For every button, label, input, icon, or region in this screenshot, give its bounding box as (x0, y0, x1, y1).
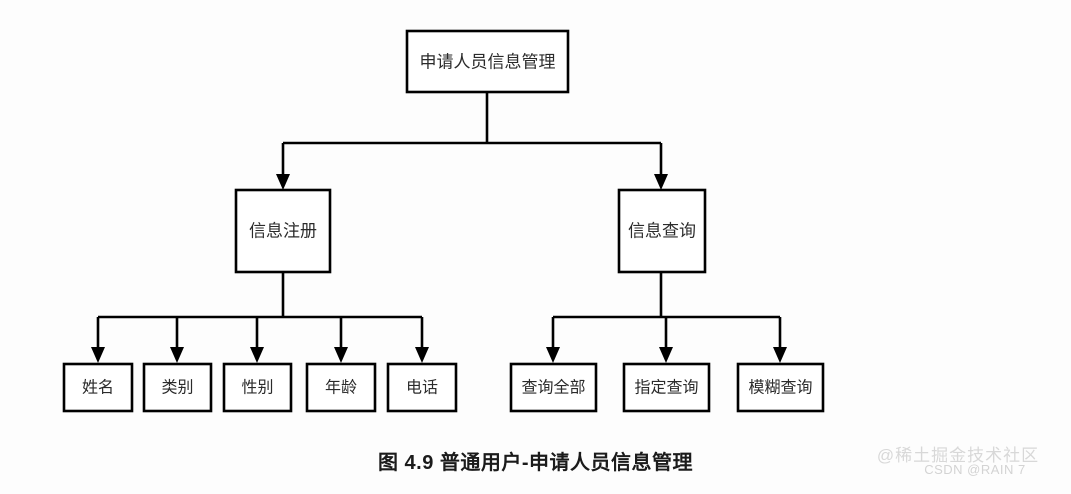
node-leaf-4-label: 年龄 (325, 379, 357, 397)
node-leaf-8-box (736, 362, 825, 413)
node-leaf-7-box (622, 362, 711, 413)
arrow-head-leaf-2 (170, 347, 184, 363)
node-leaf-specified-query[interactable]: 指定查询 (622, 362, 711, 413)
node-leaf-5-box (386, 362, 458, 413)
node-leaf-2-box (142, 362, 213, 413)
node-root[interactable]: 申请人员信息管理 (405, 29, 570, 94)
node-leaf-7-label: 指定查询 (634, 379, 698, 397)
node-leaf-5-label: 电话 (406, 379, 438, 397)
node-branch1-label: 信息注册 (249, 222, 317, 241)
node-branch2-box (617, 188, 707, 274)
node-branch2-label: 信息查询 (628, 222, 696, 241)
node-leaf-6-box (509, 362, 598, 413)
node-leaf-3-box (222, 362, 293, 413)
arrow-head-leaf-3 (250, 347, 264, 363)
node-leaf-gender[interactable]: 性别 (222, 362, 293, 413)
arrow-head-left-branch (276, 174, 290, 190)
arrow-head-leaf-4 (334, 347, 348, 363)
node-leaf-6-label: 查询全部 (521, 379, 585, 397)
node-leaf-8-label: 模糊查询 (748, 379, 812, 397)
node-leaf-4-box (305, 362, 377, 413)
node-root-box (405, 29, 570, 94)
figure-caption: 图 4.9 普通用户-申请人员信息管理 (377, 452, 694, 474)
arrow-head-leaf-5 (415, 347, 429, 363)
arrow-head-right-branch (654, 174, 668, 190)
node-leaf-3-label: 性别 (241, 379, 273, 397)
arrow-head-leaf-7 (659, 347, 673, 363)
node-branch-information-query[interactable]: 信息查询 (617, 188, 707, 274)
arrow-head-leaf-8 (773, 347, 787, 363)
node-leaf-name[interactable]: 姓名 (62, 362, 134, 413)
node-branch1-box (234, 188, 332, 274)
arrow-head-leaf-1 (91, 347, 105, 363)
connector-branch1-to-leaves (91, 272, 429, 363)
arrow-head-leaf-6 (546, 347, 560, 363)
connector-branch2-to-leaves (546, 272, 787, 363)
node-leaf-category[interactable]: 类别 (142, 362, 213, 413)
node-leaf-query-all[interactable]: 查询全部 (509, 362, 598, 413)
node-leaf-phone[interactable]: 电话 (386, 362, 458, 413)
node-leaf-fuzzy-query[interactable]: 模糊查询 (736, 362, 825, 413)
connector-root-to-branches (276, 92, 668, 190)
node-leaf-1-label: 姓名 (82, 379, 114, 397)
node-leaf-age[interactable]: 年龄 (305, 362, 377, 413)
node-branch-information-registration[interactable]: 信息注册 (234, 188, 332, 274)
node-leaf-1-box (62, 362, 134, 413)
node-root-label: 申请人员信息管理 (420, 53, 556, 72)
node-leaf-2-label: 类别 (161, 379, 193, 397)
